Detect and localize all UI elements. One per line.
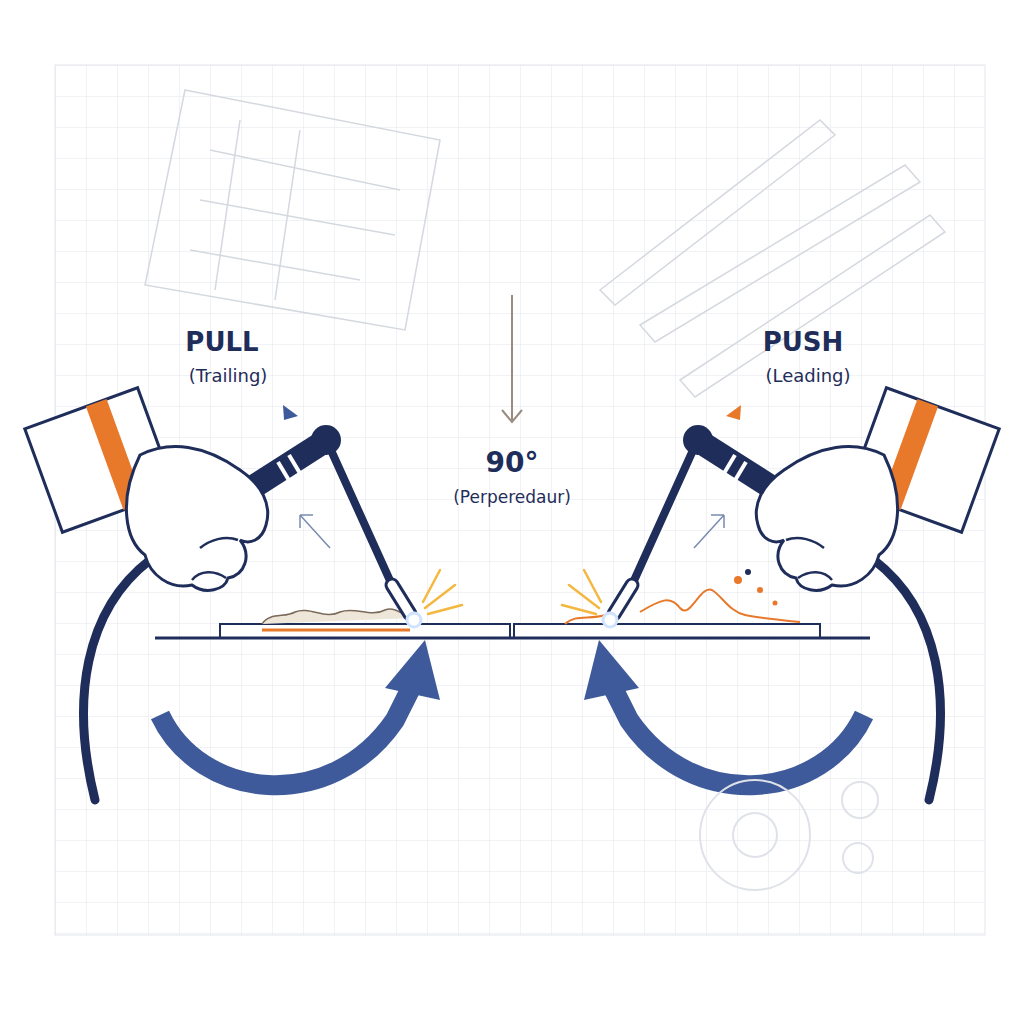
technique-title: PUSH [763, 327, 844, 357]
angle-subtitle: (Perperedaur) [453, 487, 571, 507]
technique-title: PULL [185, 327, 258, 357]
technique-subtitle: (Leading) [765, 365, 850, 386]
technique-subtitle: (Trailing) [189, 365, 268, 386]
angle-value: 90° [486, 446, 539, 479]
